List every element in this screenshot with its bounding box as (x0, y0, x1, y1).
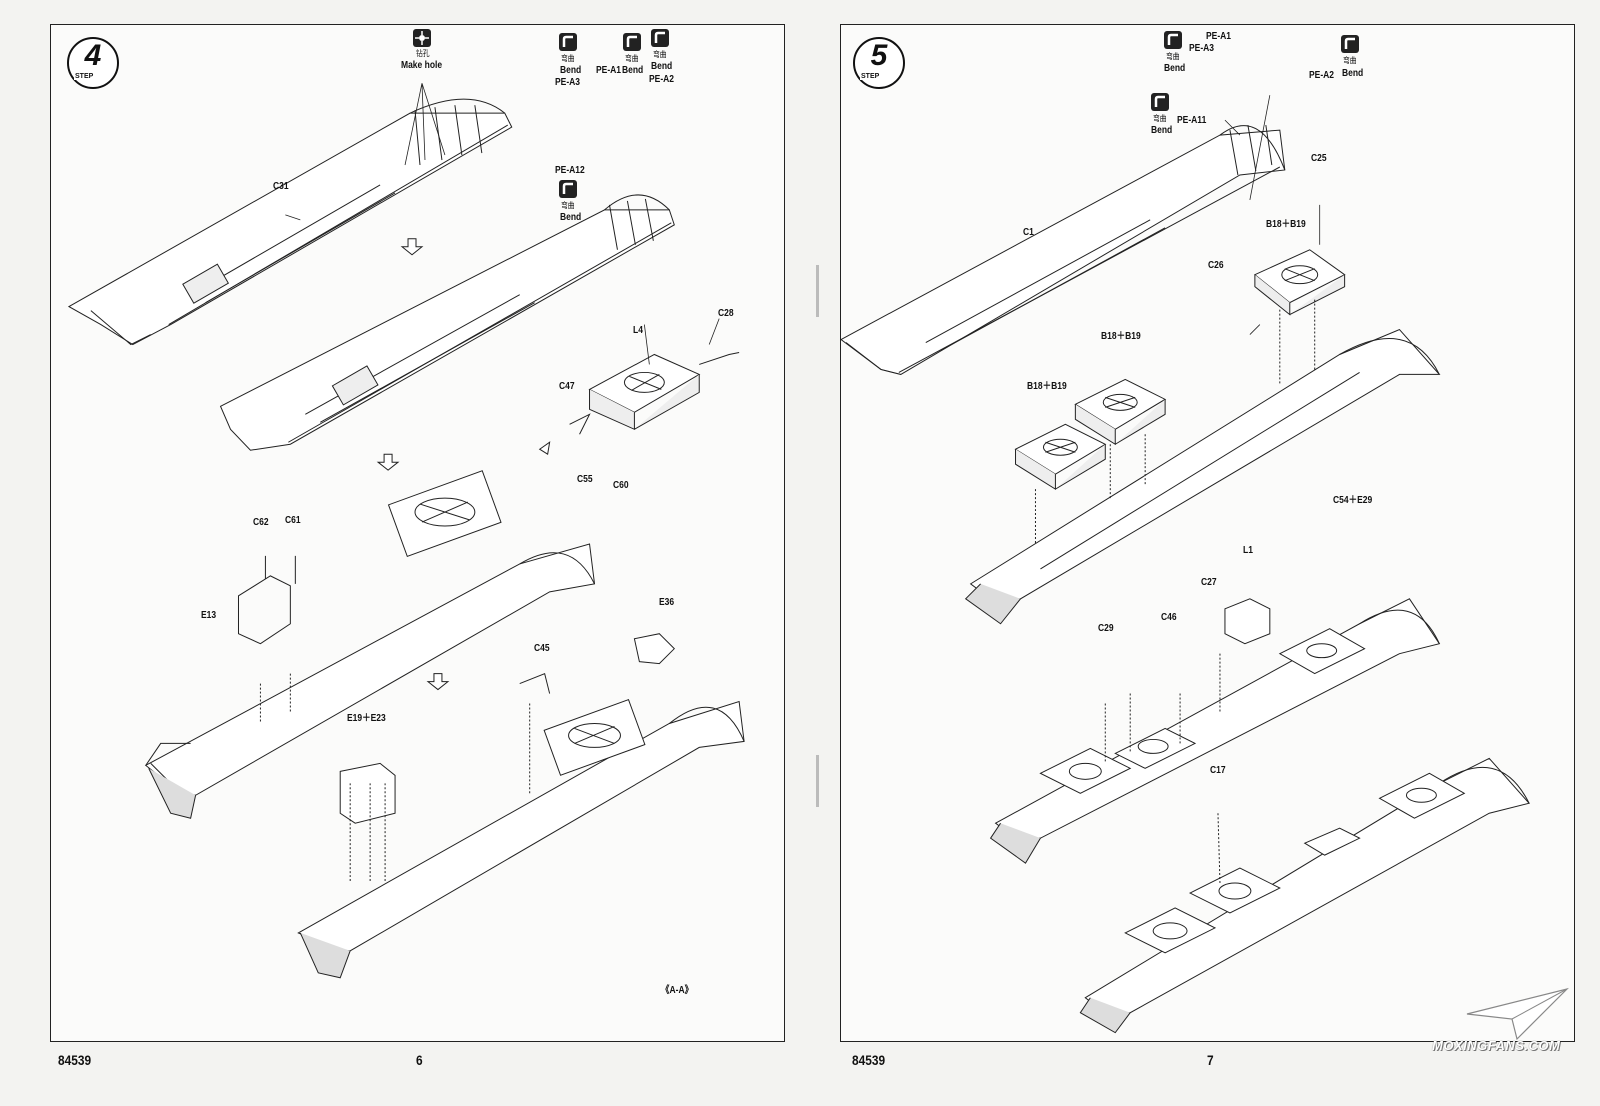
part-label-l4: L4 (633, 325, 643, 336)
part-label-c27: C27 (1201, 577, 1217, 588)
battery-box-b18-b19-mid (1074, 378, 1167, 500)
part-label-c62: C62 (253, 517, 269, 528)
part-label-pe-a2: PE-A2 (1309, 70, 1335, 81)
bend-label-1: Bend (560, 65, 582, 76)
bend-cn-3: 弯曲 (653, 50, 667, 59)
part-label-c55: C55 (577, 474, 593, 485)
step-5-badge: 5 STEP (853, 37, 905, 89)
part-label-c1: C1 (1023, 227, 1034, 238)
part-label-c60: C60 (613, 480, 629, 491)
part-label-e36: E36 (659, 597, 675, 608)
part-label-pe-a3: PE-A3 (1189, 43, 1215, 54)
chassis-frame-c1 (841, 125, 1286, 375)
part-label-b18-b19-left: B18＋B19 (1027, 381, 1067, 392)
part-label-e13: E13 (201, 610, 217, 621)
bend-icon (559, 33, 577, 51)
paper-plane-logo (1466, 987, 1569, 1041)
bend-cn-6: 弯曲 (1343, 56, 1357, 65)
chassis-frame-third (144, 470, 596, 819)
part-label-c31: C31 (273, 181, 289, 192)
bend-cn-1: 弯曲 (561, 54, 575, 63)
bend-icon (559, 180, 577, 198)
step-5-assembly-drawing (841, 95, 1531, 1034)
page-number-right: 7 (1207, 1052, 1214, 1068)
drill-icon (413, 29, 431, 47)
make-hole-label: Make hole (401, 60, 443, 71)
bend-icon (1151, 93, 1169, 111)
direction-arrow-3 (426, 673, 450, 691)
bend-label-3: Bend (651, 61, 673, 72)
part-label-c26: C26 (1208, 260, 1224, 271)
bend-cn-4: 弯曲 (561, 201, 575, 210)
step-4-badge: 4 STEP (67, 37, 119, 89)
bend-icon (623, 33, 641, 51)
bend-label-2: Bend (622, 65, 644, 76)
part-label-c29: C29 (1098, 623, 1114, 634)
part-label-c47: C47 (559, 381, 575, 392)
direction-arrow-4 (538, 441, 551, 456)
part-label-e19-e23: E19＋E23 (347, 713, 386, 724)
bend-icon (1341, 35, 1359, 53)
section-mark: 《A-A》 (661, 985, 694, 996)
part-label-pe-a3: PE-A3 (555, 77, 581, 88)
instruction-page-right: 5 STEP 弯曲 Bend PE-A1 PE-A3 PE-A2 弯曲 Bend… (840, 24, 1575, 1042)
step-word: STEP (74, 73, 95, 80)
footer-code-right: 84539 (852, 1052, 886, 1068)
chassis-frame-third-right (989, 598, 1441, 864)
instruction-page-left: 4 STEP 钻孔 Make hole 弯曲 Bend PE-A3 弯曲 PE-… (50, 24, 785, 1042)
part-label-c54-e29: C54＋E29 (1333, 495, 1373, 506)
direction-arrow-2 (376, 453, 400, 471)
scan-mark (816, 755, 819, 807)
bend-label-6: Bend (1342, 68, 1364, 79)
bend-label-7: Bend (1151, 125, 1173, 136)
part-label-l1: L1 (1243, 545, 1253, 556)
part-label-c28: C28 (718, 308, 734, 319)
part-label-c45: C45 (534, 643, 550, 654)
chassis-frame-second-right (964, 328, 1441, 625)
watermark-text: MOXINGFANS.COM (1432, 1038, 1561, 1053)
chassis-frame-fourth-right (1079, 757, 1531, 1034)
bend-cn-2: 弯曲 (625, 54, 639, 63)
step-number: 4 (84, 39, 102, 72)
part-label-c46: C46 (1161, 612, 1177, 623)
part-label-b18-b19-top: B18＋B19 (1266, 219, 1306, 230)
bend-icon (1164, 31, 1182, 49)
part-label-pe-a11: PE-A11 (1177, 115, 1207, 126)
part-label-c17: C17 (1210, 765, 1226, 776)
bend-label-4: Bend (560, 212, 582, 223)
bend-cn-5: 弯曲 (1166, 52, 1180, 61)
direction-arrow-1 (400, 238, 424, 256)
step-word: STEP (860, 73, 881, 80)
part-label-c61: C61 (285, 515, 301, 526)
chassis-frame-c31 (67, 98, 513, 346)
bend-label-5: Bend (1164, 63, 1186, 74)
bend-icon (651, 29, 669, 47)
step-number: 5 (870, 39, 888, 72)
battery-box-l4 (569, 352, 740, 435)
step-4-assembly-drawing (67, 83, 745, 979)
scan-mark (816, 265, 819, 317)
chassis-frame-fourth (297, 633, 745, 979)
battery-box-b18-b19-left (1014, 423, 1107, 544)
part-label-b18-b19-mid: B18＋B19 (1101, 331, 1141, 342)
page-number-left: 6 (416, 1052, 423, 1068)
footer-code-left: 84539 (58, 1052, 92, 1068)
part-label-pe-a12: PE-A12 (555, 165, 585, 176)
part-label-pe-a1: PE-A1 (1206, 31, 1232, 42)
part-label-c25: C25 (1311, 153, 1327, 164)
bend-cn-7: 弯曲 (1153, 114, 1167, 123)
chassis-frame-second (219, 194, 675, 451)
make-hole-cn: 钻孔 (416, 49, 430, 58)
battery-box-b18-b19-top (1253, 249, 1346, 385)
part-label-pe-a1: PE-A1 (596, 65, 622, 76)
part-label-pe-a2: PE-A2 (649, 74, 675, 85)
